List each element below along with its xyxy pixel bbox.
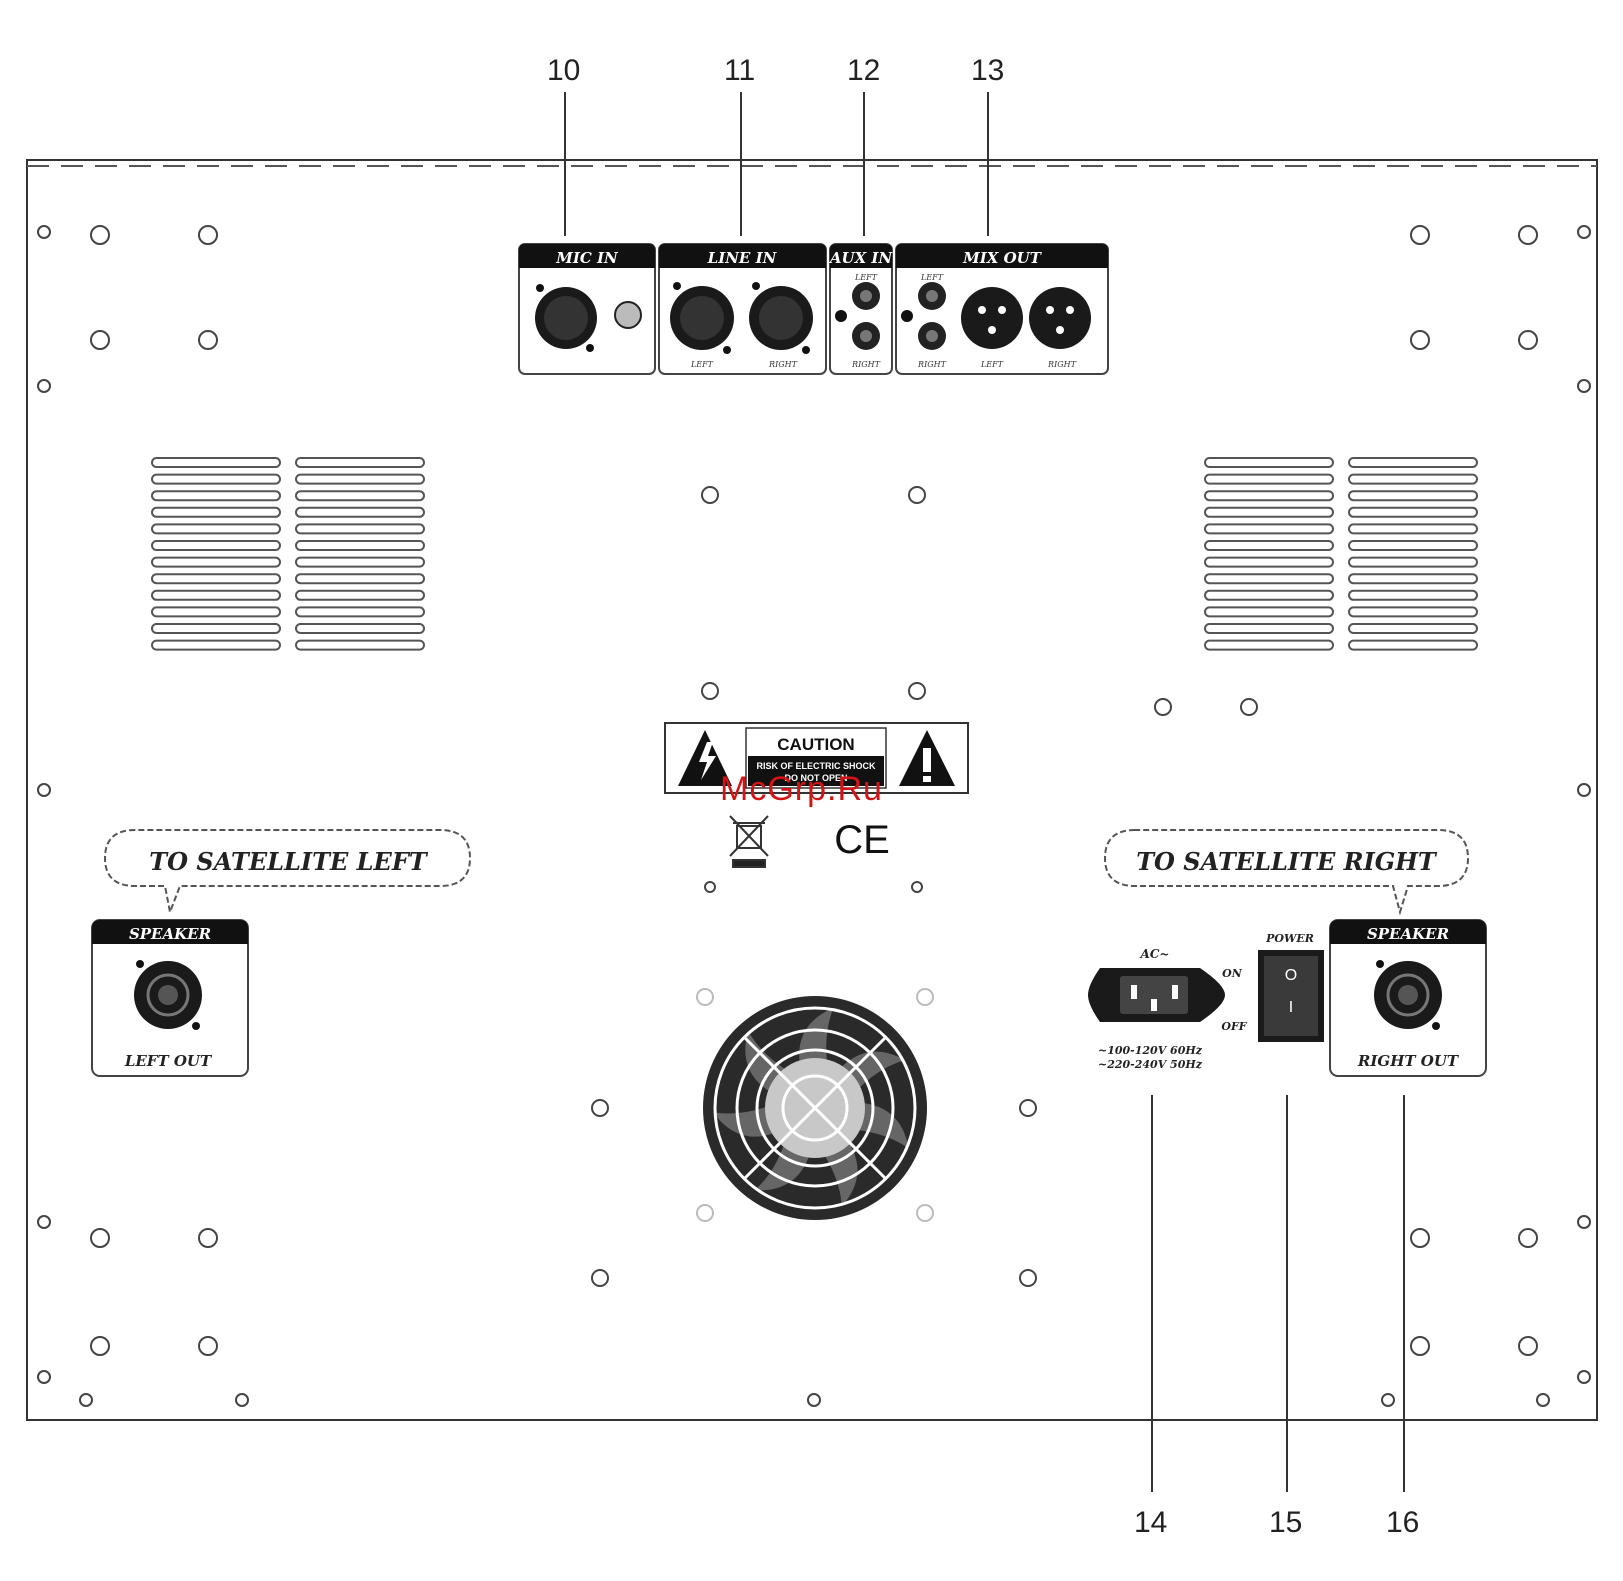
vent-slot	[152, 641, 280, 650]
vent-slot	[296, 491, 424, 500]
right-speaker-title: SPEAKER	[1367, 925, 1449, 943]
aux-in-title: AUX IN	[828, 249, 894, 267]
vent-slot	[152, 591, 280, 600]
mix-out-rca-left-label: LEFT	[920, 273, 944, 282]
ac-power-inlet: AC~ ON OFF ~100-120V 60Hz ~220-240V 50Hz	[1088, 947, 1248, 1071]
vent-slot	[1205, 558, 1333, 567]
mix-out-title: MIX OUT	[962, 249, 1043, 267]
vent-slot	[152, 458, 280, 467]
callout-14: 14	[1134, 1506, 1167, 1540]
mix-out-xlr-left-label: LEFT	[980, 360, 1004, 369]
voltage-line-1: ~100-120V 60Hz	[1098, 1044, 1203, 1057]
aux-in-panel: AUX IN LEFT RIGHT	[828, 244, 894, 374]
vent-slot	[1349, 541, 1477, 550]
aux-in-left-label: LEFT	[854, 273, 878, 282]
watermark-text: McGrp.Ru	[720, 770, 883, 809]
vent-slot	[1205, 524, 1333, 533]
left-speaker-section: TO SATELLITE LEFT SPEAKER LEFT OUT	[92, 830, 470, 1076]
vent-slot	[296, 475, 424, 484]
callout-10: 10	[547, 54, 580, 88]
mix-out-right-xlr[interactable]	[1029, 287, 1091, 349]
vent-slot	[1205, 624, 1333, 633]
vent-slot	[152, 574, 280, 583]
vent-slot	[1349, 591, 1477, 600]
vent-slot	[152, 624, 280, 633]
vent-slot	[1349, 475, 1477, 484]
left-out-label: LEFT OUT	[124, 1052, 213, 1070]
mic-in-title: MIC IN	[555, 249, 619, 267]
weee-bin-icon	[730, 816, 768, 867]
ac-on-label: ON	[1222, 967, 1243, 980]
vent-slot	[152, 607, 280, 616]
vent-slot	[1349, 458, 1477, 467]
ventilation-slots	[152, 458, 1477, 650]
vent-slot	[152, 491, 280, 500]
vent-slot	[152, 558, 280, 567]
vent-slot	[296, 591, 424, 600]
mix-out-left-xlr[interactable]	[961, 287, 1023, 349]
vent-slot	[296, 624, 424, 633]
vent-slot	[1349, 641, 1477, 650]
ce-mark: CE	[834, 818, 890, 862]
vent-slot	[296, 541, 424, 550]
callout-16: 16	[1386, 1506, 1419, 1540]
vent-slot	[296, 574, 424, 583]
ac-off-label: OFF	[1221, 1020, 1247, 1033]
line-in-right-label: RIGHT	[768, 360, 798, 369]
vent-slot	[1205, 591, 1333, 600]
vent-slot	[1205, 574, 1333, 583]
callout-13: 13	[971, 54, 1004, 88]
vent-slot	[1205, 607, 1333, 616]
mic-gain-knob[interactable]	[615, 302, 641, 328]
vent-slot	[1349, 524, 1477, 533]
screw-holes	[38, 226, 1590, 1406]
vent-slot	[1349, 558, 1477, 567]
line-in-left-label: LEFT	[690, 360, 714, 369]
vent-slot	[296, 458, 424, 467]
vent-slot	[152, 541, 280, 550]
left-speaker-title: SPEAKER	[129, 925, 211, 943]
voltage-line-2: ~220-240V 50Hz	[1098, 1058, 1203, 1071]
cooling-fan	[697, 989, 933, 1221]
power-switch-label: POWER	[1265, 932, 1314, 945]
vent-slot	[1349, 508, 1477, 517]
vent-slot	[1349, 574, 1477, 583]
switch-on-mark: O	[1285, 967, 1297, 984]
power-switch-section: POWER O I	[1258, 932, 1324, 1042]
mic-in-panel: MIC IN	[519, 244, 655, 374]
mix-out-rca-right-label: RIGHT	[917, 360, 947, 369]
left-satellite-bubble-text: TO SATELLITE LEFT	[149, 847, 429, 876]
vent-slot	[1205, 541, 1333, 550]
caution-title: CAUTION	[777, 735, 854, 754]
switch-off-mark: I	[1289, 999, 1293, 1016]
ac-label: AC~	[1140, 947, 1170, 961]
vent-slot	[1349, 607, 1477, 616]
vent-slot	[1349, 624, 1477, 633]
line-in-panel: LINE IN LEFT RIGHT	[659, 244, 826, 374]
callout-11: 11	[724, 54, 755, 88]
vent-slot	[1205, 458, 1333, 467]
vent-slot	[296, 558, 424, 567]
vent-slot	[1205, 641, 1333, 650]
vent-slot	[152, 475, 280, 484]
mix-out-xlr-right-label: RIGHT	[1047, 360, 1077, 369]
vent-slot	[296, 524, 424, 533]
right-satellite-bubble-text: TO SATELLITE RIGHT	[1136, 847, 1438, 876]
right-out-label: RIGHT OUT	[1357, 1052, 1460, 1070]
aux-in-right-label: RIGHT	[851, 360, 881, 369]
vent-slot	[152, 508, 280, 517]
vent-slot	[1349, 491, 1477, 500]
callout-15: 15	[1269, 1506, 1302, 1540]
vent-slot	[1205, 475, 1333, 484]
vent-slot	[296, 641, 424, 650]
vent-slot	[1205, 491, 1333, 500]
vent-slot	[296, 607, 424, 616]
vent-slot	[152, 524, 280, 533]
vent-slot	[1205, 508, 1333, 517]
callout-12: 12	[847, 54, 880, 88]
line-in-title: LINE IN	[707, 249, 778, 267]
mix-out-panel: MIX OUT LEFT RIGHT LEFT RIGHT	[896, 244, 1108, 374]
vent-slot	[296, 508, 424, 517]
